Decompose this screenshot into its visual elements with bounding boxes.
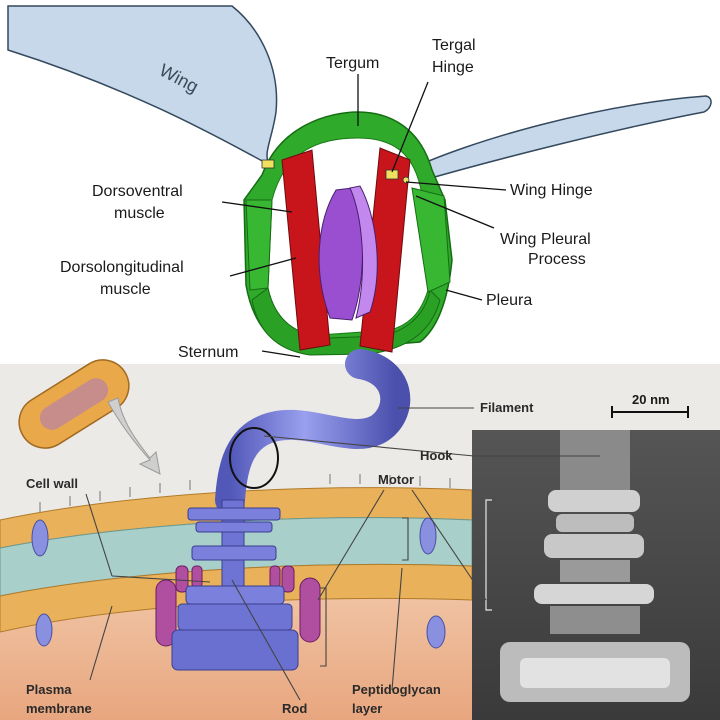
em-bracket <box>485 499 492 611</box>
membrane-protein-1 <box>31 519 49 557</box>
label-peptidoglycan-1: Peptidoglycan <box>352 682 441 697</box>
label-motor: Motor <box>378 472 414 487</box>
label-plasma-1: Plasma <box>26 682 72 697</box>
label-dorsolongitudinal-2: muscle <box>100 281 151 298</box>
em-motor-structure <box>500 430 690 702</box>
label-sternum: Sternum <box>178 344 238 361</box>
p-ring <box>195 521 273 533</box>
hook-ring <box>229 427 279 489</box>
label-hook: Hook <box>420 448 453 463</box>
label-dorsolongitudinal-1: Dorsolongitudinal <box>60 259 184 276</box>
flagellar-motor-diagram: 20 nm Filament Hook Cell wall Motor Plas… <box>0 349 720 720</box>
label-peptidoglycan-2: layer <box>352 701 382 716</box>
zoom-arrow <box>107 397 161 475</box>
motor-stators <box>155 565 321 647</box>
left-wing-hinge <box>261 159 275 169</box>
ms-ring <box>191 545 277 561</box>
l-ring <box>187 507 281 521</box>
membrane-protein-2 <box>35 613 53 647</box>
label-dorsoventral-1: Dorsoventral <box>92 183 183 200</box>
c-ring-top <box>185 585 285 605</box>
label-rod: Rod <box>282 701 307 716</box>
left-wing <box>7 5 278 166</box>
label-cell-wall: Cell wall <box>26 476 78 491</box>
label-filament: Filament <box>480 400 534 415</box>
label-plasma-2: membrane <box>26 701 92 716</box>
label-wing-hinge: Wing Hinge <box>510 182 593 199</box>
membrane-protein-3 <box>419 517 437 555</box>
dorsoventral-muscle-left <box>281 149 331 351</box>
tergal-hinge <box>385 169 399 180</box>
label-tergum: Tergum <box>326 55 379 72</box>
cell-wall-fibers <box>39 474 451 512</box>
label-tergal-hinge-1: Tergal <box>432 37 476 54</box>
label-wing-pleural-1: Wing Pleural <box>500 231 591 248</box>
label-dorsoventral-2: muscle <box>114 205 165 222</box>
label-tergal-hinge-2: Hinge <box>432 59 474 76</box>
label-wing-pleural-2: Process <box>528 251 586 268</box>
right-pleura <box>411 187 451 293</box>
scale-bar-label: 20 nm <box>632 392 670 407</box>
membrane-protein-4 <box>426 615 446 649</box>
left-pleura <box>245 199 273 291</box>
thorax-diagram: Wing Tergum Tergal Hinge Wing Hinge Wing… <box>7 5 712 361</box>
top-leader-lines <box>221 74 507 358</box>
right-wing <box>402 95 712 185</box>
flagellar-filament <box>215 349 411 515</box>
bacterium-inner <box>39 378 109 430</box>
dorsolongitudinal-muscle-right <box>349 185 378 319</box>
label-pleura: Pleura <box>486 292 532 309</box>
bottom-leader-lines <box>85 407 600 701</box>
c-ring-mid <box>177 603 293 631</box>
